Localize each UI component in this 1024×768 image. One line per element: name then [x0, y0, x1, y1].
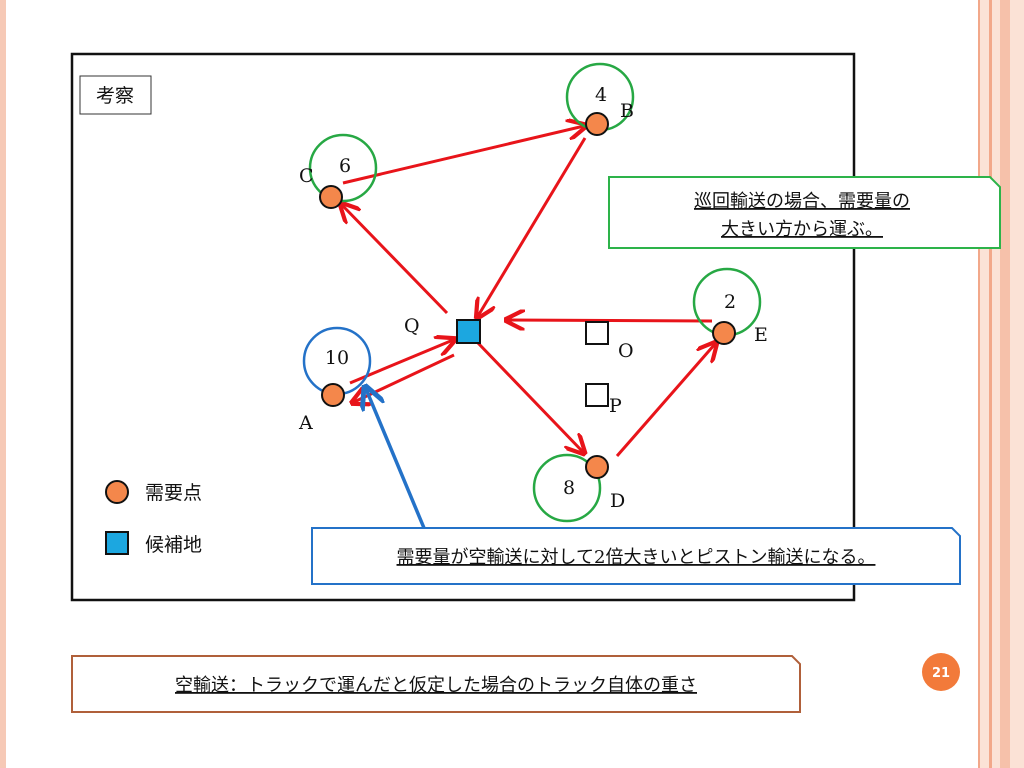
left-decor-band [0, 0, 6, 768]
title-box: 考察 [79, 75, 152, 115]
patrol-callout-line1: 巡回輸送の場合、需要量の [694, 191, 910, 212]
demand-point-d [585, 455, 609, 479]
demand-point-c [319, 185, 343, 209]
right-decor-line [989, 0, 992, 768]
demand-point-b [585, 112, 609, 136]
page-number-badge: 21 [922, 653, 960, 691]
demand-ring-c [308, 133, 378, 203]
routes [342, 126, 715, 456]
right-decor-stripe [1000, 0, 1010, 768]
route-q-to-d [476, 341, 583, 452]
empty-transport-text: 空輸送：トラックで運んだと仮定した場合のトラック自体の重さ [175, 675, 697, 696]
node-label-e: E [754, 324, 768, 346]
route-e-to-q [508, 320, 713, 321]
legend: 需要点 候補地 [105, 480, 202, 556]
route-d-to-e [615, 344, 715, 457]
node-label-a: A [298, 412, 313, 434]
patrol-callout-line2: 大きい方から運ぶ。 [721, 219, 883, 240]
legend-demand-label: 需要点 [145, 482, 202, 504]
page-number: 21 [932, 666, 950, 681]
route-b-to-q [478, 137, 587, 316]
candidate-label-q: Q [404, 315, 420, 337]
demand-point-e [712, 321, 736, 345]
piston-callout: 需要量が空輸送に対して2倍大きいとピストン輸送になる。 [311, 527, 961, 585]
node-label-c: C [299, 165, 314, 187]
candidate-site-p [585, 383, 609, 407]
demand-point-a [321, 383, 345, 407]
demand-value-d: 8 [563, 477, 575, 499]
route-q-to-c [342, 205, 449, 315]
demand-value-c: 6 [339, 155, 351, 177]
patrol-callout: 巡回輸送の場合、需要量の 大きい方から運ぶ。 [608, 176, 1001, 249]
demand-value-b: 4 [595, 84, 607, 106]
demand-ring-d [532, 453, 602, 523]
legend-candidate-label: 候補地 [145, 534, 202, 556]
node-label-d: D [610, 490, 625, 512]
route-c-to-b [342, 126, 584, 185]
node-label-b: B [620, 100, 634, 122]
demand-value-a: 10 [325, 347, 349, 369]
legend-demand-icon [105, 480, 129, 504]
candidate-site-o [585, 321, 609, 345]
candidate-label-p: P [609, 395, 622, 417]
piston-callout-text: 需要量が空輸送に対して2倍大きいとピストン輸送になる。 [397, 547, 876, 568]
demand-value-e: 2 [724, 291, 736, 313]
legend-candidate-icon [105, 531, 129, 555]
title-text: 考察 [96, 85, 134, 107]
candidate-site-q [456, 319, 481, 344]
empty-transport-callout: 空輸送：トラックで運んだと仮定した場合のトラック自体の重さ [71, 655, 801, 713]
candidate-label-o: O [618, 340, 634, 362]
pointer-arrow [366, 389, 426, 529]
